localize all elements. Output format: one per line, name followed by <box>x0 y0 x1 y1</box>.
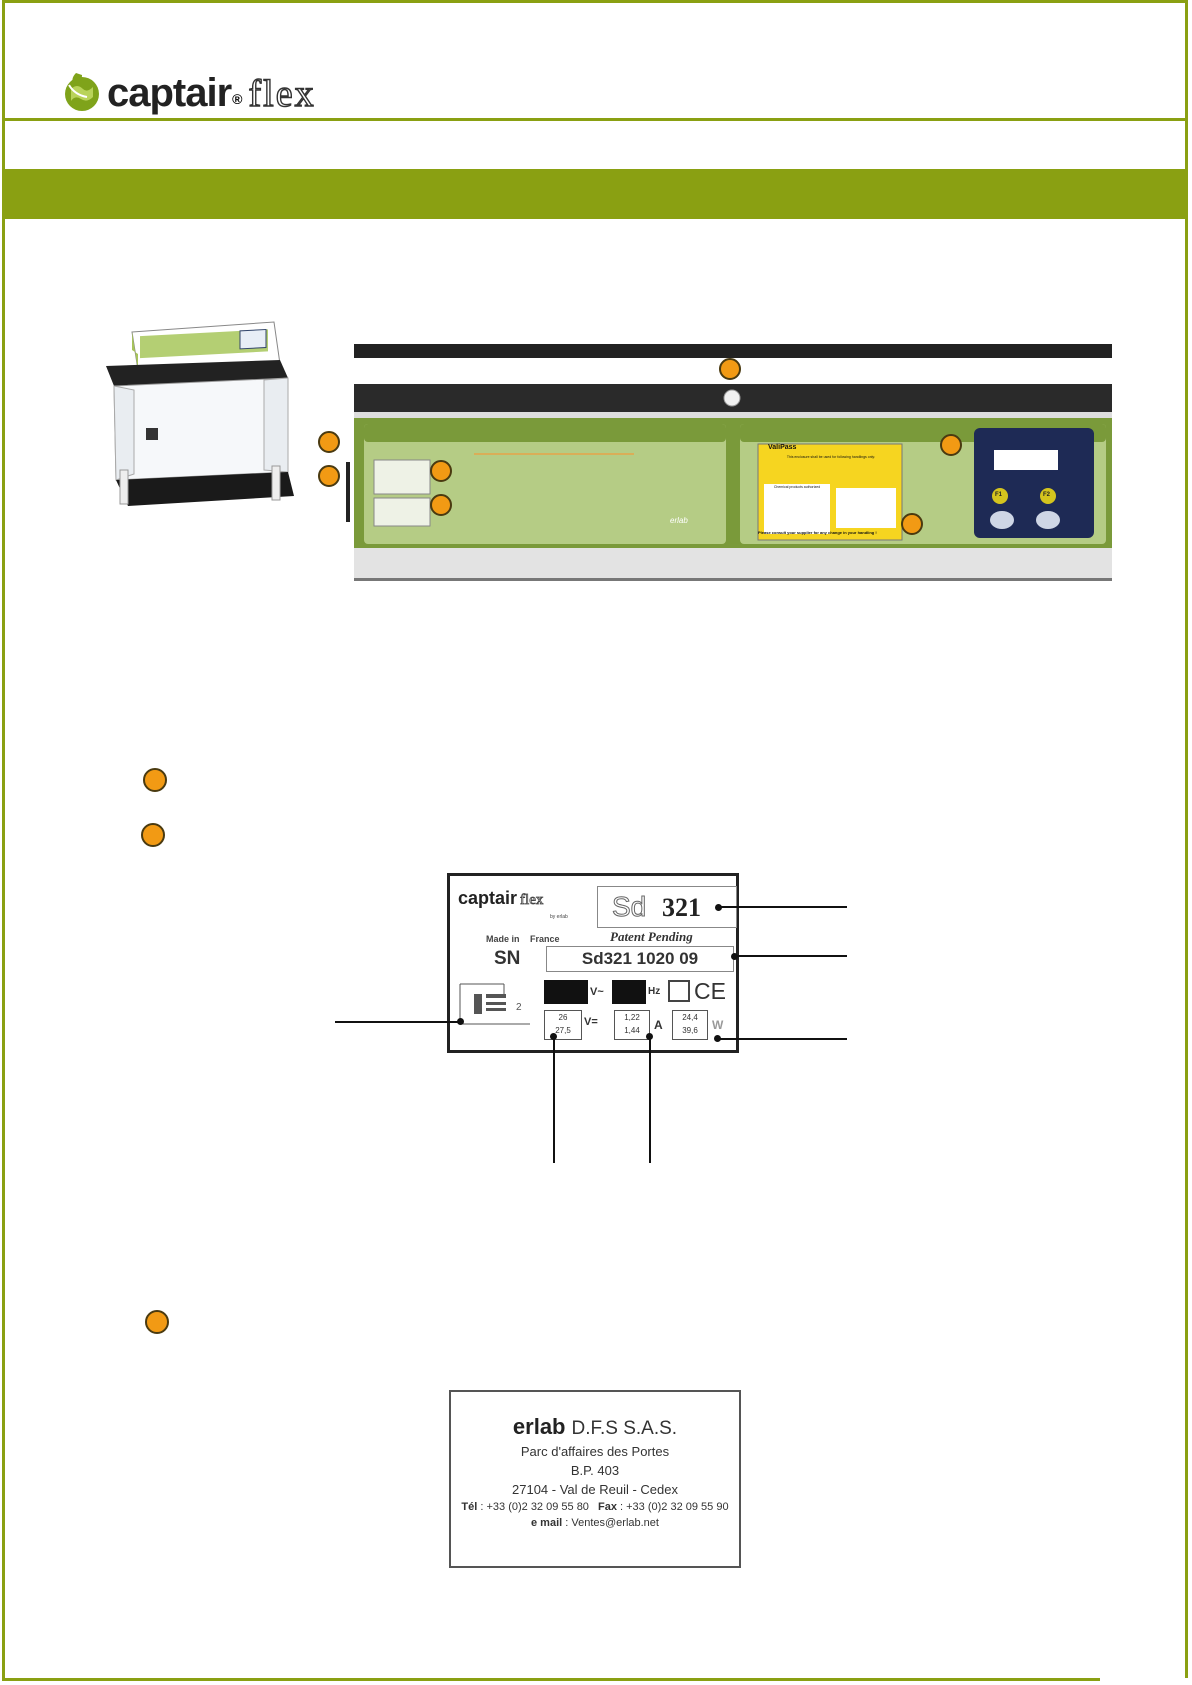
address-line-3: 27104 - Val de Reuil - Cedex <box>512 1482 678 1497</box>
leader-dot-power <box>714 1035 721 1042</box>
erlab-logo: erlab <box>512 1414 566 1439</box>
serial-label-plate: captair flex by erlab Made in France Sd … <box>447 873 739 1053</box>
watts-value-2: 39,6 <box>682 1026 698 1035</box>
valipass-footer: Please consult your supplier for any cha… <box>758 530 877 535</box>
leader-dot-serial <box>731 953 738 960</box>
callout-badge-keypad <box>940 434 962 456</box>
email-line: e mail : Ventes@erlab.net <box>451 1517 739 1529</box>
patent-text: Patent Pending <box>610 929 693 944</box>
model-box: Sd 321 <box>597 886 737 928</box>
address-line-2: B.P. 403 <box>570 1463 620 1478</box>
section-badge-3 <box>145 1310 169 1334</box>
leader-line-amps <box>649 1036 651 1163</box>
page-header: captair ® flex <box>5 3 1185 121</box>
control-panel-drawing <box>354 344 1112 581</box>
watt-unit: W <box>712 1018 724 1032</box>
dc-volt-unit: V= <box>584 1016 598 1028</box>
leader-line-serial <box>735 955 847 957</box>
subheader-row <box>5 121 1185 169</box>
volt-unit: V~ <box>590 986 604 998</box>
manufacturer-label-plate: erlab D.F.S S.A.S. Parc d'affaires des P… <box>449 1390 741 1568</box>
volts-value-1: 26 <box>558 1013 568 1022</box>
erlab-company: D.F.S S.A.S. <box>571 1418 678 1439</box>
fume-hood-illustration <box>106 321 294 506</box>
watts-box: 24,4 39,6 <box>672 1010 708 1040</box>
registered-mark: ® <box>232 91 243 107</box>
leader-line-volts <box>553 1036 555 1163</box>
callout-badge-side-1 <box>318 431 340 453</box>
leader-dot-model <box>715 904 722 911</box>
callout-badge-side-2 <box>318 465 340 487</box>
footer-gap <box>1100 1678 1188 1681</box>
erlab-header: erlab D.F.S S.A.S. <box>451 1414 739 1440</box>
ce-mark: CE <box>694 978 726 1004</box>
serial-number-box: Sd321 1020 09 <box>546 946 734 972</box>
made-in-country: France <box>530 934 560 944</box>
email-label: e mail <box>531 1517 563 1529</box>
callout-badge-manufacturer <box>430 494 452 516</box>
amps-value-1: 1,22 <box>624 1013 640 1022</box>
valipass-line: This enclosure shall be used for followi… <box>786 455 876 459</box>
sn-label: SN <box>494 948 521 969</box>
model-number: 321 <box>662 893 701 922</box>
volts-box: 26 27,5 <box>544 1010 582 1040</box>
fax-label: Fax <box>598 1501 617 1513</box>
battery-pictogram: 2 <box>459 983 530 1025</box>
tel-label: Tél <box>461 1501 478 1513</box>
fax-number: : +33 (0)2 32 09 55 90 <box>616 1501 729 1513</box>
section-badge-2 <box>141 823 165 847</box>
callout-badge-serial <box>430 460 452 482</box>
label-brand: captair <box>458 888 518 908</box>
made-in-label: Made in <box>486 934 520 944</box>
side-edge <box>346 462 350 522</box>
label-brand-suffix: flex <box>520 892 544 909</box>
tel-number: : +33 (0)2 32 09 55 80 <box>477 1501 589 1513</box>
label-logo: captair flex <box>458 888 544 909</box>
svg-text:2: 2 <box>516 1002 522 1013</box>
email-address: : Ventes@erlab.net <box>562 1517 659 1529</box>
callout-badge-top <box>719 358 741 380</box>
captair-flex-logo: captair ® flex <box>57 49 316 115</box>
callout-badge-valipass <box>901 513 923 535</box>
product-name: flex <box>248 73 316 115</box>
watts-value-1: 24,4 <box>682 1013 698 1022</box>
amp-unit: A <box>654 1018 663 1032</box>
phone-line: Tél : +33 (0)2 32 09 55 80 Fax : +33 (0)… <box>451 1501 739 1513</box>
label-byline: by erlab <box>550 914 568 920</box>
frequency-block <box>612 980 646 1004</box>
voltage-block <box>544 980 588 1004</box>
chemicals-label: Chemical products authorized <box>773 485 821 489</box>
leader-line-model <box>719 906 847 908</box>
leader-line-power <box>718 1038 847 1040</box>
section-badge-1 <box>143 768 167 792</box>
brand-name: captair <box>107 71 232 115</box>
address-line-1: Parc d'affaires des Portes <box>520 1444 670 1459</box>
f2-button: F2 <box>1043 492 1051 498</box>
valipass-title: ValiPass <box>768 444 797 451</box>
f1-button: F1 <box>995 492 1003 498</box>
control-panel-front: ValiPass Please consult your supplier fo… <box>354 344 1112 586</box>
hz-unit: Hz <box>648 986 661 997</box>
title-band <box>5 169 1185 219</box>
amps-box: 1,22 1,44 <box>614 1010 650 1040</box>
globe-leaf-icon <box>65 73 99 111</box>
amps-value-2: 1,44 <box>624 1026 640 1035</box>
serial-number: Sd321 1020 09 <box>581 949 699 968</box>
class-ii-symbol <box>668 980 690 1002</box>
model-prefix: Sd <box>611 891 647 923</box>
leader-dot-battery <box>457 1018 464 1025</box>
panel-brand: erlab <box>670 516 688 525</box>
volts-value-2: 27,5 <box>555 1026 571 1035</box>
leader-line-battery <box>335 1021 459 1023</box>
